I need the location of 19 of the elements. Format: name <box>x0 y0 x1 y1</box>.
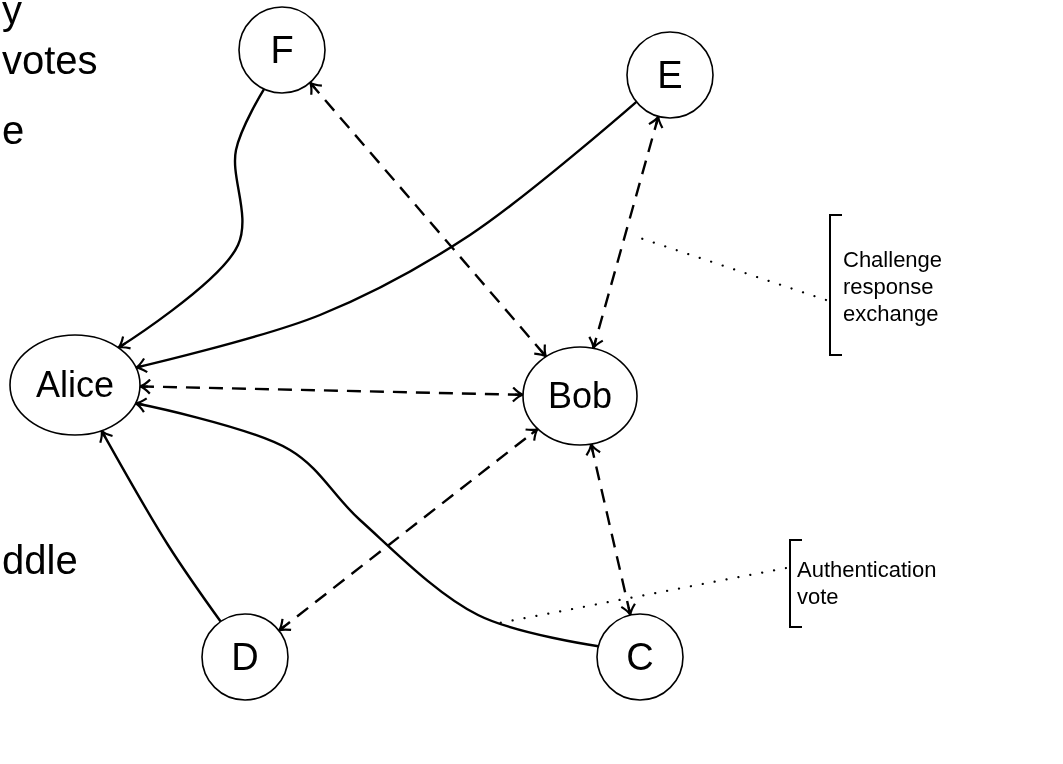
node-label: F <box>270 28 294 72</box>
node-label: Alice <box>36 364 114 406</box>
node-ellipse <box>238 6 326 94</box>
text-fragment: y <box>2 0 22 32</box>
node-label: E <box>657 53 683 97</box>
text-fragment: ddle <box>2 538 78 582</box>
node-ellipse <box>9 334 141 436</box>
node-label: Challenge response exchange <box>843 245 944 327</box>
leader-line <box>638 236 828 302</box>
node-label: C <box>626 635 654 679</box>
node-ellipse <box>201 613 289 701</box>
text-fragment: e <box>2 108 25 152</box>
text-fragment: votes <box>2 38 98 82</box>
node-label: Bob <box>547 375 613 417</box>
node-ellipse <box>522 346 638 446</box>
node-ellipse <box>596 613 684 701</box>
node-label: D <box>231 635 259 679</box>
node-label: Authentication vote <box>797 556 938 610</box>
node-ellipse <box>626 31 714 119</box>
